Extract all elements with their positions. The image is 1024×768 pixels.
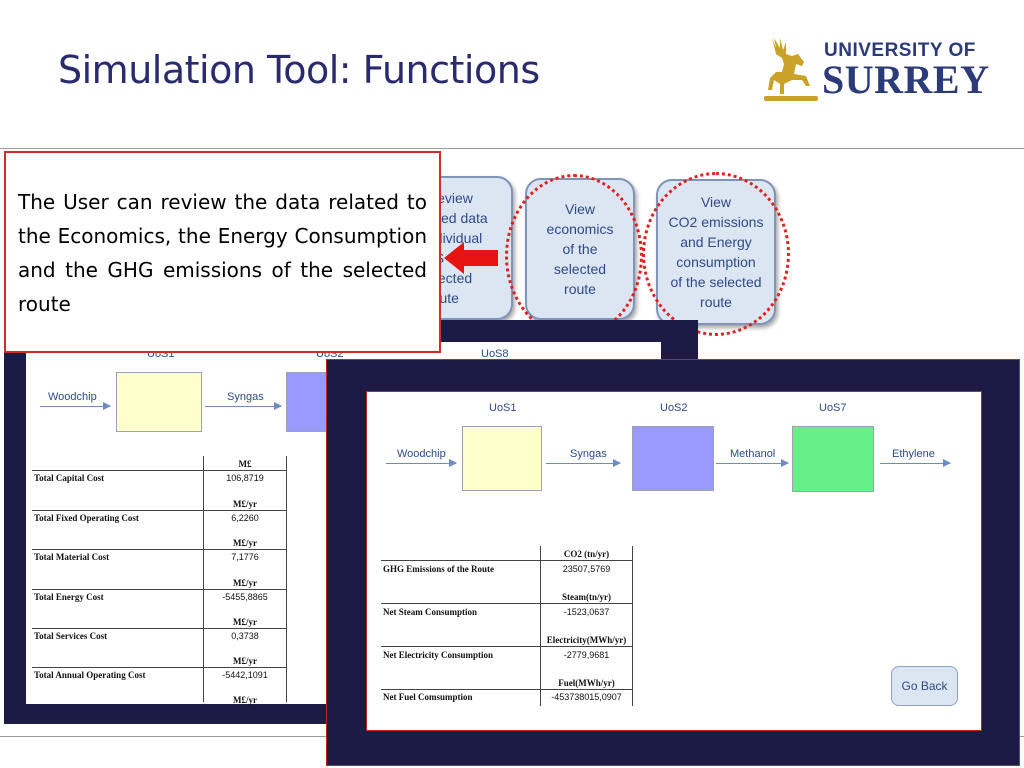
flow-arrow [880, 459, 951, 467]
table-unit: M£/yr [233, 499, 257, 509]
process-box-uos2 [286, 372, 328, 432]
table-unit: CO2 (tn/yr) [563, 549, 610, 559]
table-rule [32, 667, 286, 668]
flow-arrow [205, 402, 282, 410]
uos-label: UoS2 [660, 402, 688, 414]
table-row-label: Total Fixed Operating Cost [34, 513, 139, 523]
table-rule [32, 628, 286, 629]
description-callout: The User can review the data related to … [4, 151, 441, 353]
table-rule [32, 589, 286, 590]
table-rule [381, 689, 632, 690]
red-arrow-icon [444, 242, 498, 274]
table-column-line [203, 456, 204, 702]
process-box-uos7 [792, 426, 874, 492]
flow-arrow [716, 459, 789, 467]
table-row-value: -1523,0637 [563, 607, 610, 617]
flow-label: Syngas [570, 448, 607, 460]
table-row-value: 0,3738 [231, 631, 259, 641]
table-row-label: Total Energy Cost [34, 592, 104, 602]
table-column-line [540, 546, 541, 706]
table-row-value: -5442,1091 [222, 670, 268, 680]
table-rule [381, 560, 632, 561]
table-unit: Electricity(MWh/yr) [546, 635, 627, 645]
table-row-label: Net Electricity Consumption [383, 650, 493, 660]
table-row-label: GHG Emissions of the Route [383, 564, 495, 574]
slide-title: Simulation Tool: Functions [58, 48, 540, 92]
table-unit: M£/yr [233, 695, 257, 705]
flow-label: Woodchip [48, 391, 97, 403]
table-rule [381, 646, 632, 647]
flow-arrow [386, 459, 457, 467]
logo-text-university-of: UNIVERSITY OF [824, 40, 976, 61]
table-row-value: 23507,5769 [562, 564, 611, 574]
process-box-uos1 [462, 426, 542, 491]
table-row-value: -5455,8865 [222, 592, 268, 602]
flow-label: Ethylene [892, 448, 935, 460]
table-column-line [632, 546, 633, 706]
highlight-ring-co2 [642, 172, 790, 336]
table-unit: M£/yr [233, 538, 257, 548]
flow-label: Syngas [227, 391, 264, 403]
table-unit: M£ [238, 459, 252, 469]
table-unit: Fuel(MWh/yr) [558, 678, 615, 688]
uos-label: UoS8 [481, 348, 509, 360]
go-back-button[interactable]: Go Back [891, 666, 958, 706]
table-row-label: Net Fuel Comsumption [383, 692, 473, 702]
stag-icon [764, 38, 818, 101]
table-rule [381, 603, 632, 604]
table-row-value: -2779,9681 [563, 650, 610, 660]
table-unit: M£/yr [233, 656, 257, 666]
table-rule [32, 549, 286, 550]
table-column-line [286, 456, 287, 702]
flow-label: Methanol [730, 448, 776, 460]
highlight-ring-economics [505, 174, 643, 338]
table-row-label: Net Steam Consumption [383, 607, 478, 617]
table-row-label: Total Material Cost [34, 552, 110, 562]
table-row-value: -453738015,0907 [551, 692, 622, 702]
table-rule [32, 510, 286, 511]
uos-label: UoS7 [819, 402, 847, 414]
divider-top [0, 148, 1024, 149]
flow-label: Woodchip [397, 448, 446, 460]
table-row-label: Total Capital Cost [34, 473, 105, 483]
table-unit: M£/yr [233, 617, 257, 627]
table-row-value: 6,2260 [231, 513, 259, 523]
table-row-value: 106,8719 [226, 473, 264, 483]
table-rule [32, 470, 286, 471]
university-logo: UNIVERSITY OF SURREY [762, 34, 992, 104]
table-row-label: Total Services Cost [34, 631, 108, 641]
table-row-value: 7,1776 [231, 552, 259, 562]
table-row-label: Total Annual Operating Cost [34, 670, 146, 680]
logo-text-surrey: SURREY [822, 57, 990, 102]
process-box-uos2 [632, 426, 714, 491]
flow-arrow [40, 402, 111, 410]
flow-arrow [546, 459, 621, 467]
process-box-uos1 [116, 372, 202, 432]
table-unit: Steam(tn/yr) [562, 592, 611, 602]
table-unit: M£/yr [233, 578, 257, 588]
uos-label: UoS1 [489, 402, 517, 414]
